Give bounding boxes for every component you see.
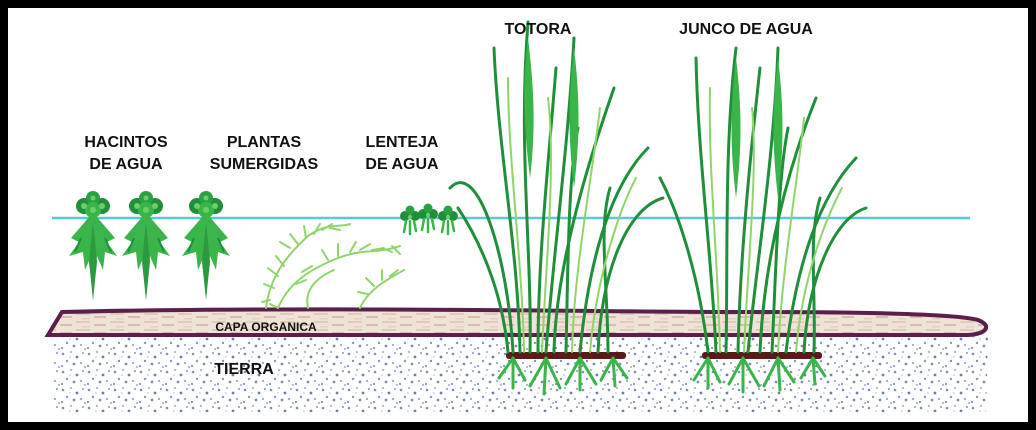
label-capa-organica: CAPA ORGANICA [215, 320, 317, 334]
label-junco: JUNCO DE AGUA [679, 21, 813, 38]
label-lenteja-line1: LENTEJA [366, 134, 439, 151]
label-plantas-line2: SUMERGIDAS [210, 156, 319, 173]
label-tierra: TIERRA [214, 361, 274, 378]
label-hacintos-line1: HACINTOS [84, 134, 168, 151]
label-totora: TOTORA [505, 21, 572, 38]
wetland-diagram: HACINTOS DE AGUA PLANTAS SUMERGIDAS LENT… [8, 8, 1028, 422]
label-lenteja-line2: DE AGUA [365, 156, 439, 173]
label-plantas-line1: PLANTAS [227, 134, 302, 151]
label-hacintos-line2: DE AGUA [89, 156, 163, 173]
submerged-plant-icon [262, 224, 404, 308]
